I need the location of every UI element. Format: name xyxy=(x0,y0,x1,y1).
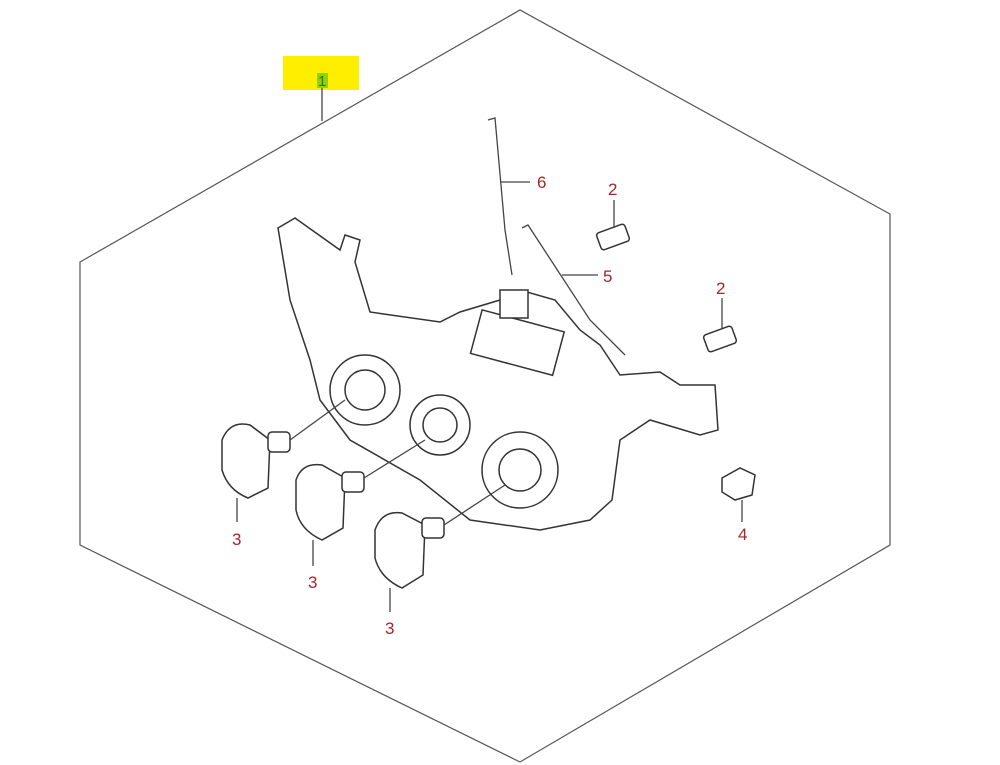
heater-control-panel[interactable] xyxy=(277,217,719,531)
callout-3[interactable]: 3 xyxy=(385,619,394,638)
cable-6[interactable] xyxy=(487,117,513,276)
callout-2[interactable]: 2 xyxy=(608,180,617,199)
cable-5[interactable] xyxy=(521,224,626,356)
clip-4[interactable] xyxy=(721,467,756,522)
knob-3[interactable] xyxy=(374,484,506,612)
callout-3[interactable]: 3 xyxy=(308,573,317,592)
callout-4[interactable]: 4 xyxy=(738,525,747,544)
callout-3[interactable]: 3 xyxy=(232,530,241,549)
assembly-boundary xyxy=(79,9,891,763)
bulb-1[interactable] xyxy=(595,200,631,251)
callout-1[interactable]: 1 xyxy=(318,73,326,90)
bulb-2[interactable] xyxy=(702,298,738,353)
callout-2[interactable]: 2 xyxy=(716,279,725,298)
knob-1[interactable] xyxy=(221,399,346,522)
callout-6[interactable]: 6 xyxy=(537,173,546,192)
knob-2[interactable] xyxy=(295,439,426,566)
callout-5[interactable]: 5 xyxy=(603,267,612,286)
